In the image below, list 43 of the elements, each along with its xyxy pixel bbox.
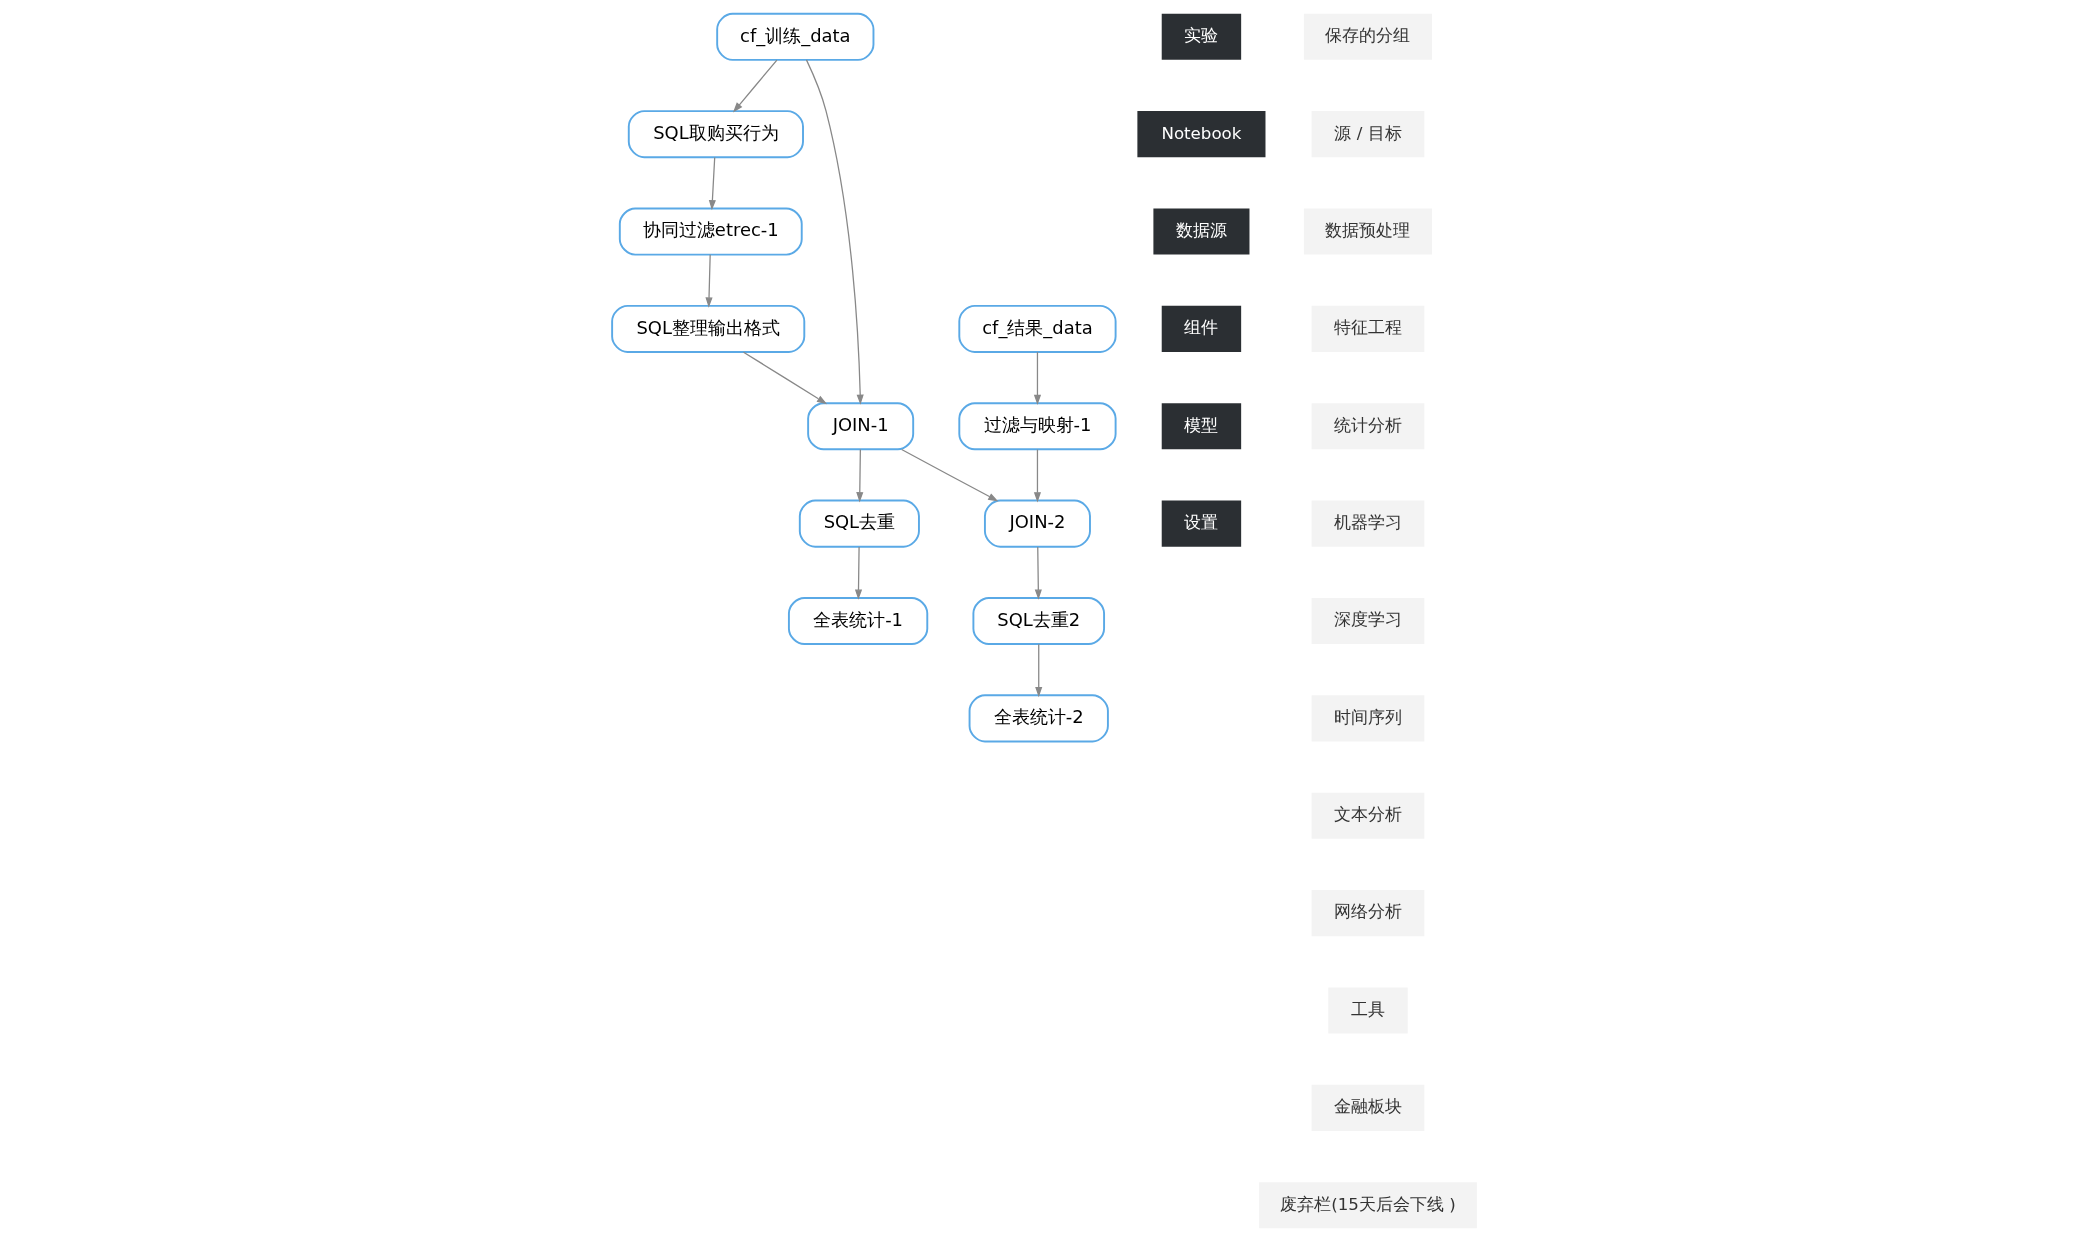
arrow [854,546,862,600]
label: 特征工程 [1333,318,1402,338]
label: 数据源 [1175,220,1227,240]
arrow [742,351,827,405]
label: 文本分析 [1333,805,1402,825]
arrow [1034,643,1042,698]
node-box: 全表统计-2 [968,694,1109,743]
node-box: SQL去重2 [971,597,1105,645]
label: 设置 [1183,512,1218,532]
label: 实验 [1183,26,1218,46]
node-box: SQL取购买行为 [627,110,804,159]
node-box: SQL整理输出格式 [610,304,805,353]
node-box: 协同过滤etrec-1 [618,207,803,256]
label: Notebook [1160,123,1241,143]
arrow [1034,546,1042,600]
arrow [704,254,713,308]
label: 源 / 目标 [1333,123,1402,143]
label: 保存的分组 [1324,26,1410,46]
arrow [1033,448,1041,503]
arrow [708,156,716,211]
arrow [855,448,863,503]
node-box: JOIN-1 [806,402,914,451]
label: 机器学习 [1333,512,1402,532]
label: 模型 [1183,415,1218,435]
label: 数据预处理 [1324,220,1410,240]
arrow [1033,351,1041,406]
node-box: cf_训练_data [715,12,874,61]
arrow [900,448,998,502]
label: 组件 [1183,318,1218,338]
label: 金融板块 [1333,1097,1402,1117]
node-box: SQL去重 [798,499,920,548]
label: 时间序列 [1333,707,1402,727]
label: 工具 [1350,999,1385,1019]
node-box: 全表统计-1 [787,597,928,645]
label: 深度学习 [1333,610,1402,630]
label: 废弃栏(15天后会下线 ) [1279,1194,1456,1214]
arrow [805,59,864,405]
label: 网络分析 [1333,902,1402,922]
node-box: JOIN-2 [983,499,1091,548]
label: 统计分析 [1333,415,1402,435]
arrow [732,59,778,113]
node-box: cf_结果_data [957,304,1117,353]
node-box: 过滤与映射-1 [957,402,1117,451]
